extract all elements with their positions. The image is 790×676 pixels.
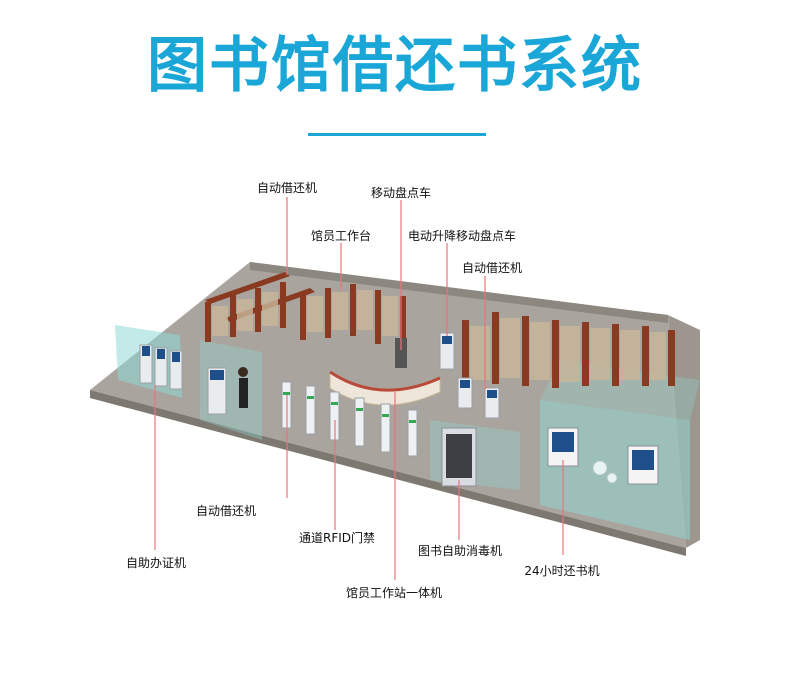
person-head	[238, 367, 248, 377]
callout-rfid-gate: 通道RFID门禁	[299, 531, 375, 545]
callout-card-machine: 自助办证机	[126, 556, 186, 570]
callout-disinfector: 图书自助消毒机	[418, 544, 502, 558]
person-body	[239, 378, 248, 408]
callout-inventory-cart: 移动盘点车	[371, 186, 431, 200]
callout-workstation: 馆员工作站一体机	[346, 586, 442, 600]
callout-return-24h: 24小时还书机	[524, 564, 599, 578]
callout-electric-lift-cart: 电动升降移动盘点车	[408, 229, 516, 243]
callout-self-service-bottom: 自动借还机	[196, 504, 256, 518]
callout-self-service-top-right: 自动借还机	[462, 261, 522, 275]
callout-self-service-top-left: 自动借还机	[257, 181, 317, 195]
callout-librarian-desk: 馆员工作台	[311, 229, 371, 243]
lounge-chair	[593, 461, 607, 475]
